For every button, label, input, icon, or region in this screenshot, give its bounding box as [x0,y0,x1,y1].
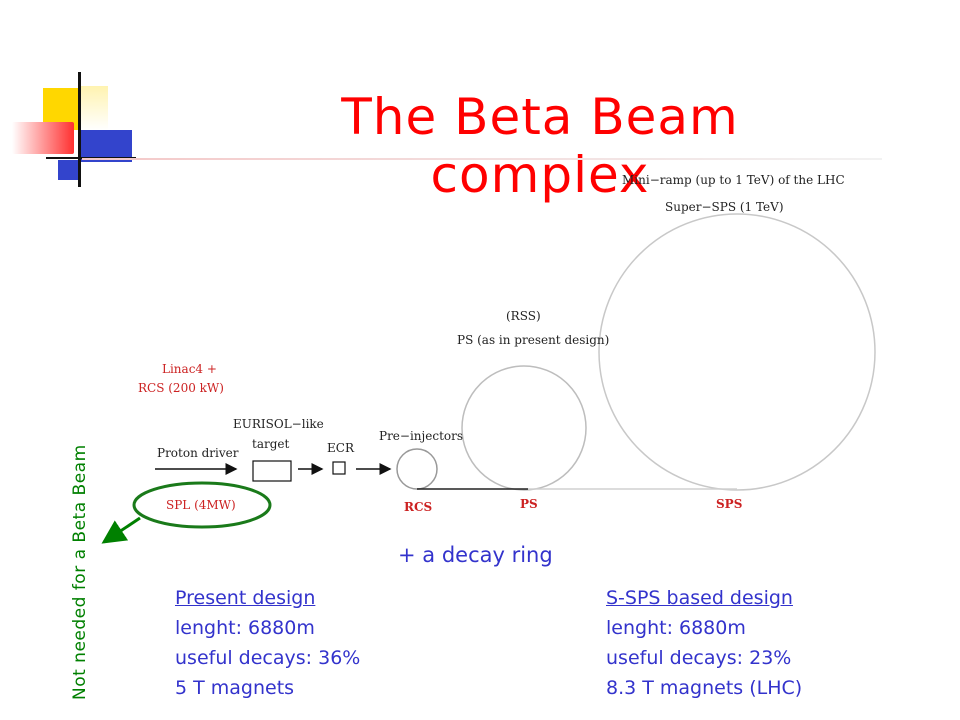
present-design-length: lenght: 6880m [175,617,315,639]
ssps-design-heading: S-SPS based design [606,587,793,609]
label-rcs-200kw: RCS (200 kW) [138,381,224,395]
logo-pale-square [80,86,108,130]
label-ps: PS [520,497,538,511]
logo-blue-small [58,160,80,180]
label-spl: SPL (4MW) [166,498,236,512]
label-sps: SPS [716,497,742,511]
ssps-design-column: S-SPS based design lenght: 6880m useful … [606,583,802,703]
label-ecr: ECR [327,441,355,455]
ssps-design-length: lenght: 6880m [606,617,746,639]
present-design-heading: Present design [175,587,316,609]
target-box [252,460,292,482]
label-proton-driver: Proton driver [157,446,239,460]
label-pre-injectors: Pre−injectors [379,429,463,443]
sps-ring [598,213,876,491]
decay-ring-note: + a decay ring [398,543,553,567]
label-ps-present: PS (as in present design) [457,333,609,347]
present-design-decays: useful decays: 36% [175,647,361,669]
label-target: target [252,437,289,451]
not-needed-note: Not needed for a Beta Beam [70,444,90,700]
spl-note-arrow [101,516,141,544]
title-divider [82,158,882,160]
label-eurisol: EURISOL−like [233,417,324,431]
present-design-magnets: 5 T magnets [175,677,295,699]
ssps-design-decays: useful decays: 23% [606,647,792,669]
label-super-sps: Super−SPS (1 TeV) [665,200,784,214]
spl-highlight-ellipse [132,481,272,529]
page-title: The Beta Beam complex [341,88,739,204]
ssps-design-magnets: 8.3 T magnets (LHC) [606,677,803,699]
rcs-ring [396,448,438,490]
logo-vertical-line [78,72,81,187]
present-design-column: Present design lenght: 6880m useful deca… [175,583,360,703]
ps-ring [461,365,587,491]
label-mini-ramp: Mini−ramp (up to 1 TeV) of the LHC [622,173,845,187]
ecr-box [332,461,346,475]
logo-red-bar [12,122,74,154]
label-rss: (RSS) [506,309,541,323]
logo-blue-square [80,130,132,162]
decorative-logo [0,0,140,200]
label-rcs: RCS [404,500,432,514]
label-linac4: Linac4 + [162,362,217,376]
